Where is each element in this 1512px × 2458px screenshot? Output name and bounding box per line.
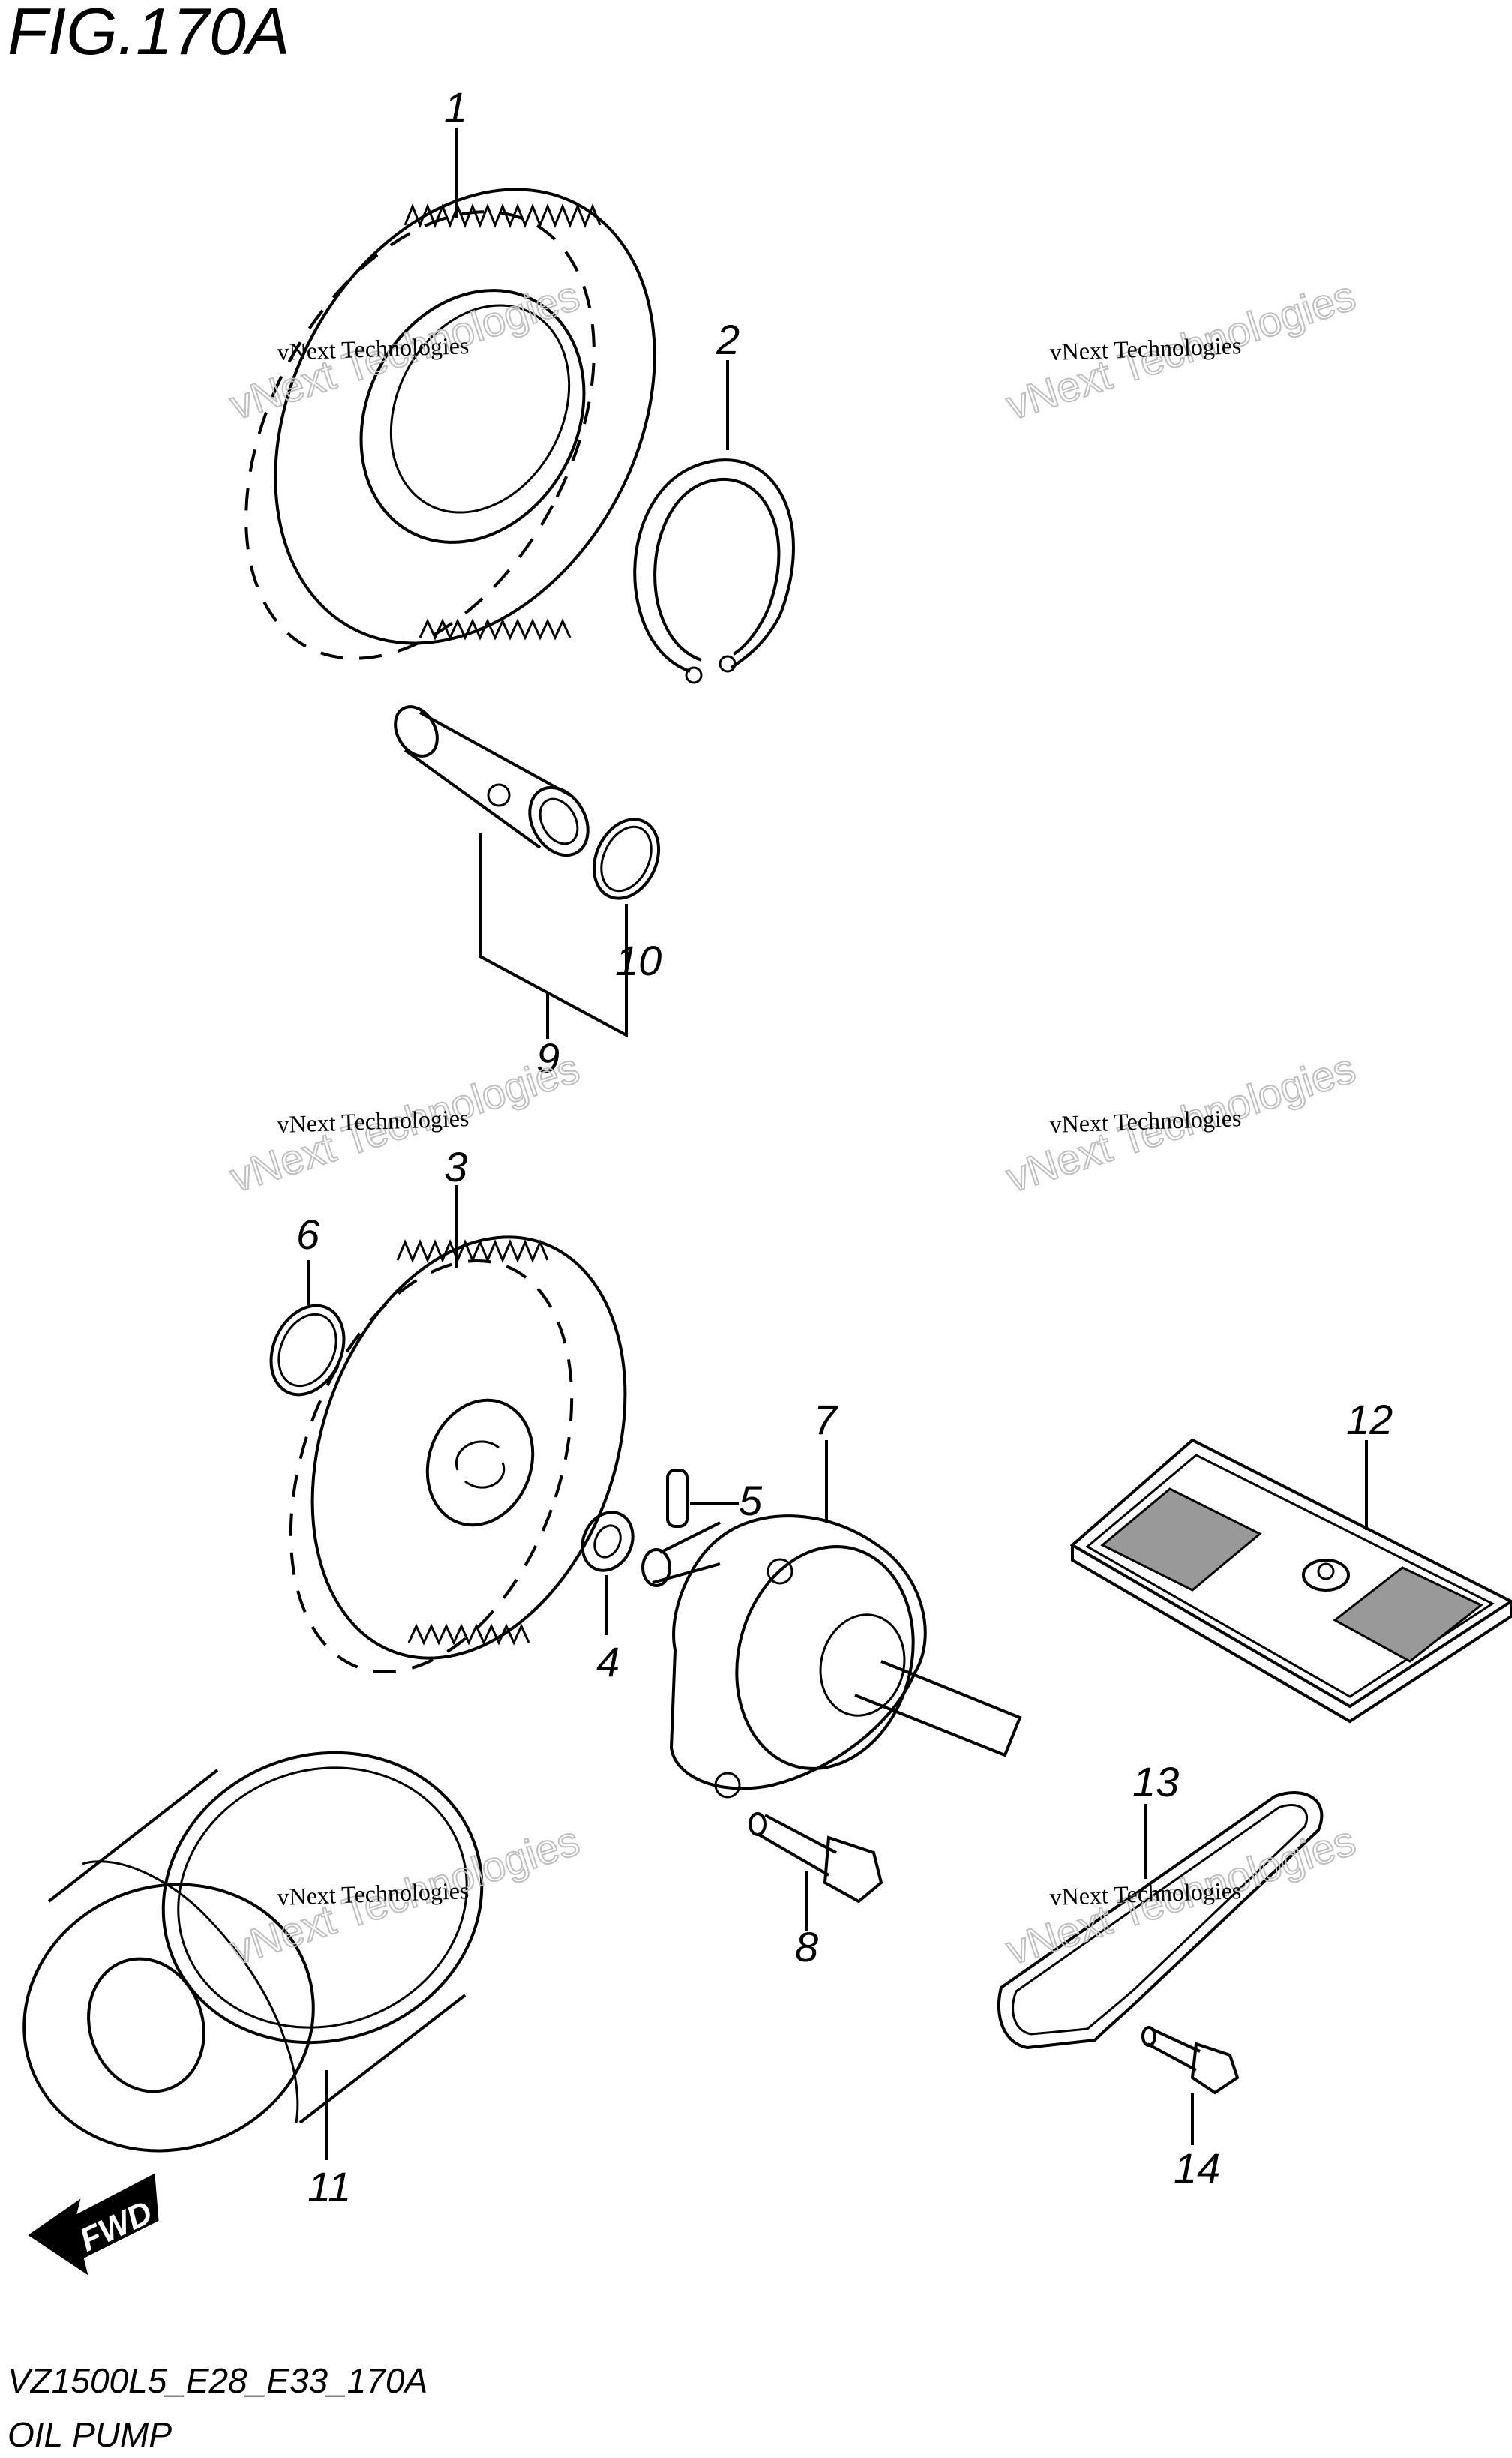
callout-1: 1 <box>444 83 467 131</box>
part-2-circlip[interactable] <box>633 458 795 684</box>
part-12-screen[interactable] <box>1070 1438 1512 1724</box>
model-code: VZ1500L5_E28_E33_170A <box>8 2361 428 2400</box>
callout-7: 7 <box>814 1396 838 1443</box>
part-5-dowel-pin[interactable] <box>666 1469 688 1528</box>
callout-9: 9 <box>536 1034 560 1082</box>
part-9-shaft[interactable] <box>387 699 599 866</box>
part-14-bolt[interactable] <box>1142 2026 1240 2095</box>
callout-14: 14 <box>1174 2144 1220 2192</box>
callout-12: 12 <box>1346 1396 1393 1443</box>
watermark-mid-left: vNext Technologies vNext Technologies <box>224 1043 585 1202</box>
callout-10: 10 <box>615 937 662 984</box>
part-13-gasket[interactable] <box>997 1791 1324 2050</box>
part-8-bolt[interactable] <box>748 1812 884 1904</box>
callout-3: 3 <box>444 1143 467 1190</box>
part-6-clip[interactable] <box>257 1294 358 1406</box>
part-7-oil-pump[interactable] <box>641 1514 1022 1799</box>
watermark-top-left: vNext Technologies vNext Technologies <box>224 271 585 430</box>
callout-13: 13 <box>1132 1758 1179 1805</box>
callout-5: 5 <box>739 1477 763 1524</box>
callout-11: 11 <box>308 2163 351 2210</box>
callout-8: 8 <box>795 1923 818 1970</box>
callout-2: 2 <box>716 316 740 363</box>
callout-bracket-9-10 <box>478 833 628 1038</box>
watermark-text-small: vNext Technologies <box>277 332 470 365</box>
watermark-text-small: vNext Technologies <box>1049 332 1242 365</box>
section-name: OIL PUMP <box>8 2415 172 2454</box>
part-4-washer[interactable] <box>573 1504 642 1579</box>
watermark-text-small: vNext Technologies <box>1049 1877 1242 1910</box>
watermark-bottom-right: vNext Technologies vNext Technologies <box>1000 1816 1361 1975</box>
watermark-mid-right: vNext Technologies vNext Technologies <box>1000 1043 1361 1202</box>
part-10-o-ring[interactable] <box>582 809 671 909</box>
watermark-text-small: vNext Technologies <box>277 1877 470 1910</box>
callout-4: 4 <box>596 1638 620 1685</box>
callout-6: 6 <box>296 1211 320 1258</box>
part-3-gear[interactable] <box>238 1193 681 1711</box>
watermark-text-small: vNext Technologies <box>1049 1104 1242 1138</box>
watermark-top-right: vNext Technologies vNext Technologies <box>1000 271 1361 430</box>
watermark-bottom-left: vNext Technologies vNext Technologies <box>224 1816 585 1975</box>
figure-title: FIG.170A <box>8 0 290 68</box>
watermark-text-small: vNext Technologies <box>277 1104 470 1138</box>
fwd-arrow-icon: FWD <box>28 2173 159 2276</box>
